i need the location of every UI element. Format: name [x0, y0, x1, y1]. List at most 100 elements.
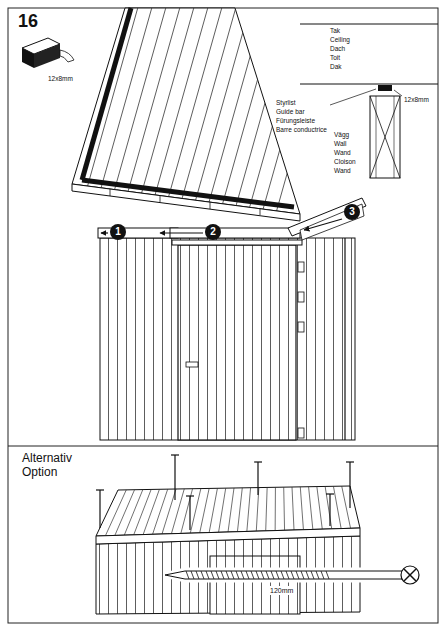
thread-line [196, 571, 199, 579]
groove [246, 0, 308, 220]
thread-line [211, 571, 214, 579]
hinge [298, 292, 304, 302]
thread-line [221, 571, 224, 579]
plank-line [317, 487, 322, 530]
thread-line [286, 571, 289, 579]
thread-line [236, 571, 239, 579]
callout-number: 2 [205, 224, 221, 240]
step-number: 16 [18, 12, 38, 30]
thread-line [321, 571, 324, 579]
hinge [298, 322, 304, 332]
label: Barre conductrice [276, 127, 327, 134]
groove [218, 0, 280, 220]
plank-line [124, 490, 143, 536]
groove [190, 0, 252, 220]
label: Vägg [334, 132, 349, 139]
section-detail [300, 24, 438, 178]
label: 12x8mm [404, 97, 429, 104]
tape-section [378, 85, 392, 91]
thread-line [246, 571, 249, 579]
label: Tak [330, 28, 340, 35]
thread-line [251, 571, 254, 579]
plank-line [190, 489, 201, 534]
roof-panel [72, 0, 336, 221]
plank-line [300, 487, 303, 530]
hinge [298, 428, 304, 438]
screw-head [401, 566, 419, 584]
leader-line [394, 90, 402, 96]
hinge [298, 262, 304, 272]
callout-text: 1 [115, 227, 121, 237]
groove [274, 0, 336, 220]
thread-line [266, 571, 269, 579]
plank-line [333, 486, 341, 528]
option-heading: Alternativ Option [22, 452, 86, 480]
plank-line [342, 486, 351, 528]
label: Ceiling [330, 37, 350, 44]
plank-line [266, 487, 267, 530]
thread-line [271, 571, 274, 579]
thread-line [186, 571, 189, 579]
roof-planks [105, 486, 350, 536]
page-frame [8, 8, 438, 623]
callout-text: 2 [210, 227, 216, 237]
thread-line [301, 571, 304, 579]
thread-line [281, 571, 284, 579]
callout-number: 3 [344, 204, 360, 220]
thread-line [316, 571, 319, 579]
door [178, 245, 296, 440]
plank-line [309, 487, 313, 530]
thread-line [231, 571, 234, 579]
thread-line [241, 571, 244, 579]
screws [96, 455, 354, 530]
plank-line [162, 489, 176, 534]
screw-thread [186, 571, 329, 579]
plank-line [219, 488, 226, 532]
label: Fürungsleiste [276, 118, 315, 125]
arrow [304, 219, 342, 230]
thread-line [306, 571, 309, 579]
thread-line [296, 571, 299, 579]
thread-line [311, 571, 314, 579]
plank-line [143, 489, 159, 534]
label: 120mm [268, 586, 295, 595]
label: Wand [334, 168, 351, 175]
thread-line [206, 571, 209, 579]
shed-alternative [96, 455, 360, 614]
groove [204, 0, 266, 220]
label: Dach [330, 46, 345, 53]
guide-bar [82, 8, 131, 180]
tape-roll [22, 38, 74, 68]
callout-number: 1 [110, 224, 126, 240]
label: Wand [334, 150, 351, 157]
label: Wall [334, 141, 346, 148]
plank-line [134, 489, 151, 534]
thread-line [326, 571, 329, 579]
groove [176, 0, 238, 220]
plank-line [275, 487, 276, 530]
thread-line [216, 571, 219, 579]
panel-grooves [78, 0, 336, 220]
label: Cloison [334, 159, 356, 166]
plank-line [283, 487, 285, 530]
groove [162, 0, 224, 220]
thread-line [276, 571, 279, 579]
plank-line [237, 488, 242, 532]
plank-line [200, 488, 209, 532]
thread-line [201, 571, 204, 579]
separator [8, 446, 438, 447]
label: Dak [330, 64, 342, 71]
label: 12x8mm [48, 76, 73, 83]
label: Toit [330, 55, 340, 62]
screw-120mm [165, 566, 419, 584]
plank-line [247, 488, 251, 532]
groove [148, 0, 210, 220]
plank-line [105, 490, 126, 536]
label: Guide bar [276, 109, 305, 116]
thread-line [291, 571, 294, 579]
thread-line [191, 571, 194, 579]
roof [96, 486, 360, 536]
leader-line [330, 89, 376, 105]
